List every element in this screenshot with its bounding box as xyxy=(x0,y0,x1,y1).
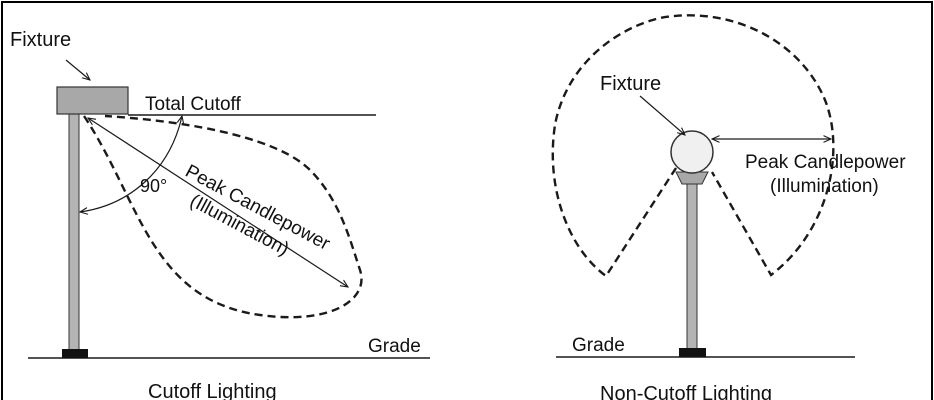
right-grade-label: Grade xyxy=(572,335,625,356)
right-peak-label-line1: Peak Candlepower xyxy=(745,152,906,173)
left-grade-label: Grade xyxy=(368,336,421,357)
non-cutoff-caption: Non-Cutoff Lighting xyxy=(600,383,772,400)
left-fixture-arrow xyxy=(65,59,90,80)
right-pole xyxy=(686,181,698,351)
right-fixture-label: Fixture xyxy=(600,73,661,95)
left-pole-base xyxy=(62,349,88,358)
non-cutoff-lighting-panel: Fixture Peak Candlepower (Illumination) … xyxy=(551,14,906,400)
angle-label: 90° xyxy=(140,176,167,196)
angle-90-arc xyxy=(80,116,182,212)
cutoff-fixture xyxy=(56,86,129,115)
right-fixture-arrow xyxy=(639,95,685,135)
globe-fixture xyxy=(670,130,714,174)
non-cutoff-light-distribution xyxy=(551,14,835,278)
globe-neck xyxy=(675,171,709,185)
left-fixture-label: Fixture xyxy=(10,29,71,51)
total-cutoff-label: Total Cutoff xyxy=(145,94,241,115)
cutoff-caption: Cutoff Lighting xyxy=(148,381,277,400)
right-pole-base xyxy=(679,348,706,357)
left-pole xyxy=(68,112,80,351)
right-peak-label-line2: (Illumination) xyxy=(770,176,879,197)
cutoff-lighting-panel: Fixture Total Cutoff 90° Peak Candlepowe… xyxy=(10,29,430,400)
